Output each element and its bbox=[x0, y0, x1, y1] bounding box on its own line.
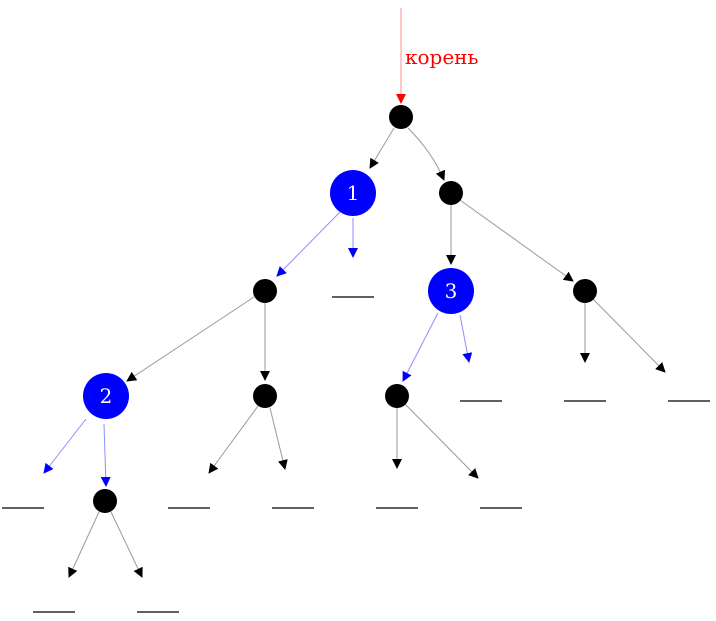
node-label-2: 2 bbox=[100, 384, 113, 408]
node-label-3: 3 bbox=[445, 279, 458, 303]
tree-node bbox=[253, 279, 277, 303]
edge-n2-null bbox=[43, 418, 87, 474]
edge-d-null2 bbox=[110, 511, 143, 578]
tree-node bbox=[385, 384, 409, 408]
highlighted-node-1 bbox=[330, 170, 376, 216]
tree-node bbox=[573, 279, 597, 303]
edge-r-right bbox=[459, 199, 574, 282]
edge-b-null2 bbox=[269, 407, 288, 470]
root-label: корень bbox=[405, 45, 479, 69]
edge-root-n1 bbox=[369, 127, 395, 169]
tree-node bbox=[253, 384, 277, 408]
edge-n2-d bbox=[100, 423, 111, 487]
edge-n3-null bbox=[459, 314, 473, 363]
edge-root-right bbox=[407, 127, 446, 181]
highlighted-node-2 bbox=[83, 373, 129, 419]
edge-c-null2 bbox=[592, 298, 666, 373]
node-label-1: 1 bbox=[347, 181, 360, 205]
edge-n3-left bbox=[402, 312, 439, 382]
tree-node-root bbox=[389, 105, 413, 129]
edge-d-null1 bbox=[68, 511, 100, 578]
edge-e-null2 bbox=[404, 403, 479, 479]
edge-b-null1 bbox=[208, 405, 259, 474]
highlighted-node-3 bbox=[428, 268, 474, 314]
edge-n1-left bbox=[276, 211, 341, 277]
tree-node bbox=[93, 489, 117, 513]
tree-node bbox=[439, 181, 463, 205]
edge-a-n2 bbox=[126, 296, 255, 382]
